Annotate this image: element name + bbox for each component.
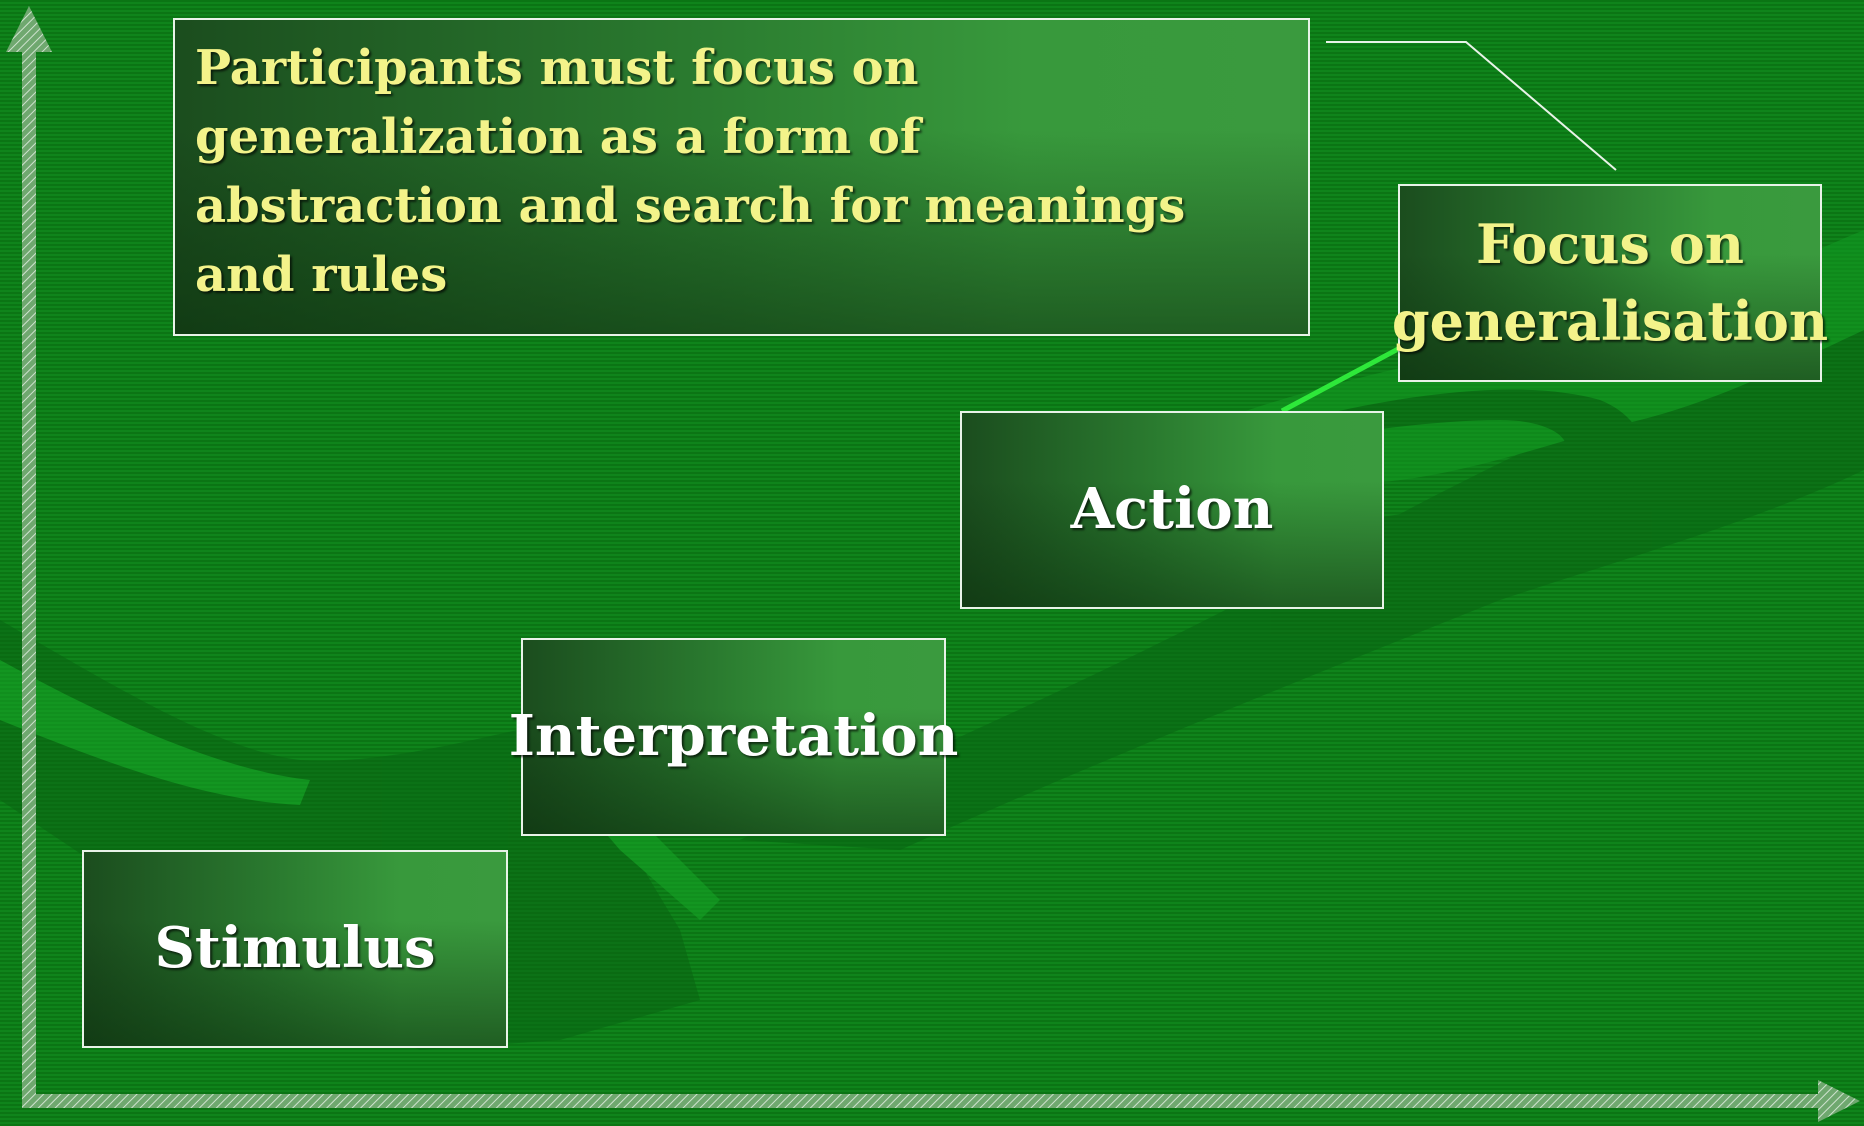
step-action-label: Action bbox=[1070, 476, 1274, 543]
y-axis bbox=[6, 6, 52, 1108]
callout-text: Participants must focus on generalizatio… bbox=[195, 40, 1186, 303]
step-stimulus-label: Stimulus bbox=[154, 915, 436, 982]
callout-connector bbox=[1326, 41, 1617, 171]
step-action: Action bbox=[960, 411, 1384, 609]
step-stimulus: Stimulus bbox=[82, 850, 508, 1048]
callout-box: Participants must focus on generalizatio… bbox=[173, 18, 1310, 336]
arrow-up-icon bbox=[6, 6, 52, 52]
arrow-right-icon bbox=[1818, 1080, 1860, 1122]
step-focus-label: Focus on generalisation bbox=[1391, 212, 1829, 353]
step-interpretation-label: Interpretation bbox=[508, 703, 959, 770]
step-focus-on-generalisation: Focus on generalisation bbox=[1392, 184, 1828, 382]
highlight-line bbox=[1280, 345, 1402, 414]
x-axis bbox=[22, 1080, 1860, 1122]
step-interpretation: Interpretation bbox=[509, 638, 958, 836]
